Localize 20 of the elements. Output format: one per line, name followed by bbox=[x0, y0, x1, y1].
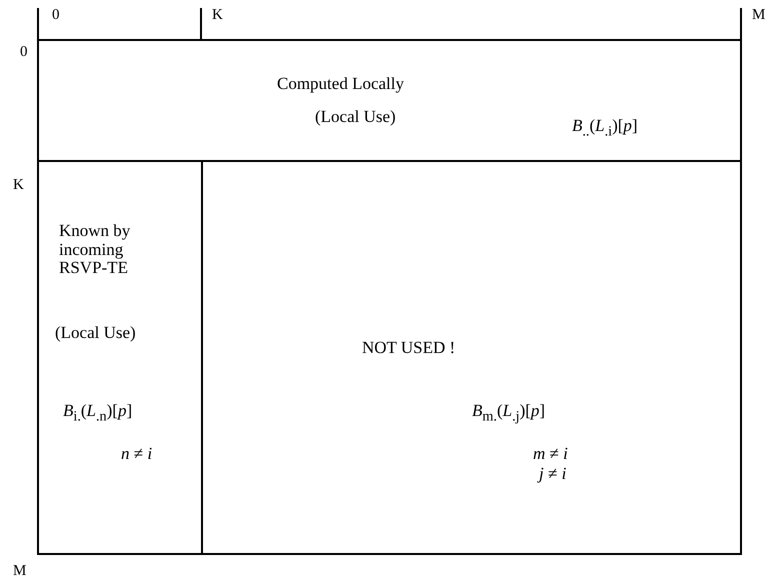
axis-label: K bbox=[212, 8, 223, 23]
note-text: NOT USED ! bbox=[362, 339, 456, 358]
formula: j ≠ i bbox=[539, 465, 566, 484]
formula: B$_{..}$(L$_{.i}$)[p] bbox=[572, 117, 638, 140]
axis-label: M bbox=[752, 8, 766, 23]
note-text: (Local Use) bbox=[315, 108, 396, 127]
matrix-region bbox=[201, 160, 742, 555]
axis-label: M bbox=[13, 564, 26, 579]
matrix-region bbox=[37, 160, 203, 555]
formula: B$_{m.}$(L$_{.j}$)[p] bbox=[472, 402, 546, 425]
formula: m ≠ i bbox=[533, 445, 568, 464]
note-text: (Local Use) bbox=[55, 324, 136, 343]
note-text: Known by incoming RSVP-TE bbox=[59, 222, 132, 278]
region-title: Computed Locally bbox=[277, 75, 404, 94]
axis-label: 0 bbox=[52, 8, 60, 23]
axis-label: 0 bbox=[20, 45, 28, 60]
formula: B$_{i.}$(L$_{.n}$)[p] bbox=[63, 402, 132, 425]
matrix-region bbox=[37, 39, 742, 162]
axis-label: K bbox=[13, 178, 24, 193]
formula: n ≠ i bbox=[121, 445, 152, 464]
